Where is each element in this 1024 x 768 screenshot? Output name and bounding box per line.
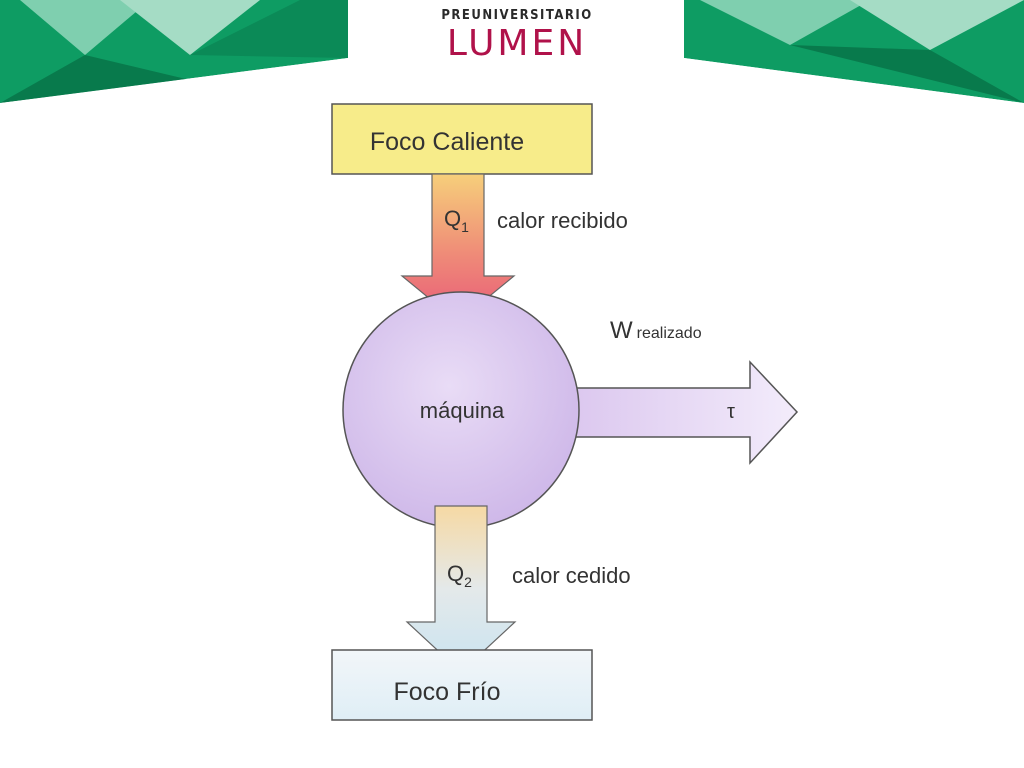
logo-preuniversitario: PREUNIVERSITARIO <box>441 8 593 23</box>
cold-sink-box: Foco Frío <box>331 649 593 721</box>
banner-right-shape <box>684 0 1024 103</box>
hot-source-label: Foco Caliente <box>370 128 524 156</box>
header-banner <box>0 0 1024 103</box>
banner-left-shape <box>0 0 348 103</box>
machine-label: máquina <box>420 398 505 423</box>
heat-out-label: calor cedido <box>512 563 631 588</box>
heat-out-arrow <box>405 505 517 673</box>
machine-circle: máquina <box>342 291 580 529</box>
logo-lumen: LUMEN <box>446 23 588 64</box>
work-arrow-label: τ <box>727 401 735 423</box>
work-arrow <box>574 360 799 465</box>
lumen-logo: PREUNIVERSITARIO LUMEN <box>352 8 682 64</box>
heat-out-symbol: Q2 <box>447 561 472 590</box>
hot-source-box: Foco Caliente <box>331 103 593 175</box>
heat-in-label: calor recibido <box>497 208 628 233</box>
cold-sink-label: Foco Frío <box>394 678 501 706</box>
heat-in-symbol: Q1 <box>444 206 469 235</box>
